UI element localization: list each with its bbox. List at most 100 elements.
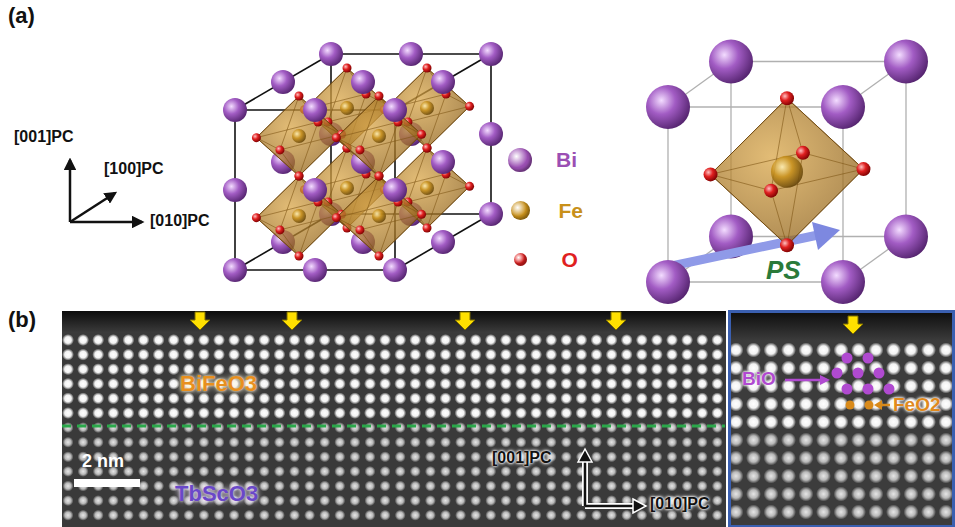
atom-column bbox=[939, 433, 954, 448]
atom-column bbox=[851, 487, 866, 502]
atom-column bbox=[304, 422, 315, 433]
atom-column bbox=[440, 378, 452, 390]
axis-arrow bbox=[70, 193, 115, 222]
atom-column bbox=[77, 392, 89, 404]
atom-column bbox=[334, 392, 346, 404]
atom-column bbox=[440, 392, 452, 404]
atom-column bbox=[651, 407, 663, 419]
o-atom bbox=[295, 92, 304, 101]
atom-column bbox=[851, 469, 866, 484]
atom-column bbox=[515, 407, 527, 419]
atom-column bbox=[304, 481, 315, 492]
unit-cell bbox=[646, 40, 928, 305]
atom-column bbox=[667, 437, 678, 448]
o-atom bbox=[796, 146, 810, 160]
atom-column bbox=[92, 392, 104, 404]
atom-column bbox=[470, 392, 482, 404]
atom-column bbox=[561, 437, 572, 448]
atom-column bbox=[289, 334, 301, 346]
atom-column bbox=[319, 437, 330, 448]
atom-column bbox=[500, 363, 512, 375]
atom-column bbox=[349, 422, 360, 433]
atom-column bbox=[834, 433, 849, 448]
atom-column bbox=[531, 466, 542, 477]
bi-atom bbox=[884, 215, 928, 259]
atom-column bbox=[696, 334, 708, 346]
atom-column bbox=[168, 378, 180, 390]
atom-column bbox=[334, 378, 346, 390]
atom-column bbox=[869, 505, 884, 520]
bi-atom bbox=[319, 42, 343, 66]
atom-column bbox=[729, 433, 744, 448]
yellow-arrow bbox=[606, 312, 626, 330]
octahedron-edge bbox=[379, 214, 422, 256]
atom-column bbox=[545, 349, 557, 361]
atom-column bbox=[198, 334, 210, 346]
atom-column bbox=[138, 422, 149, 433]
atom-column bbox=[138, 378, 150, 390]
atom-column bbox=[746, 487, 761, 502]
o-atom bbox=[343, 64, 352, 73]
atom-column bbox=[515, 334, 527, 346]
atom-column bbox=[78, 422, 89, 433]
atom-column bbox=[729, 415, 744, 430]
legend-item: Fe bbox=[511, 199, 584, 223]
bi-column bbox=[884, 384, 895, 395]
atom-column bbox=[485, 481, 496, 492]
bi-atom bbox=[351, 70, 375, 94]
atom-column bbox=[764, 451, 779, 466]
octahedron-edge bbox=[256, 138, 299, 176]
atom-column bbox=[138, 495, 149, 506]
atom-column bbox=[274, 451, 285, 462]
atom-column bbox=[921, 379, 936, 394]
atom-column bbox=[515, 392, 527, 404]
atom-column bbox=[153, 407, 165, 419]
atom-column bbox=[651, 349, 663, 361]
atom-column bbox=[869, 487, 884, 502]
atom-column bbox=[304, 407, 316, 419]
bi-atom bbox=[383, 178, 407, 202]
atom-column bbox=[667, 422, 678, 433]
atom-column bbox=[93, 422, 104, 433]
atom-column bbox=[904, 469, 919, 484]
atom-column bbox=[410, 495, 421, 506]
bi-atom bbox=[884, 40, 928, 84]
atom-column bbox=[712, 437, 723, 448]
atom-column bbox=[394, 378, 406, 390]
atom-column bbox=[229, 422, 240, 433]
atom-column bbox=[799, 469, 814, 484]
pointer-arrow bbox=[785, 379, 824, 382]
atom-column bbox=[93, 495, 104, 506]
atom-column bbox=[575, 334, 587, 346]
atom-column bbox=[799, 505, 814, 520]
o-atom bbox=[355, 145, 364, 154]
cell-edge bbox=[667, 107, 668, 282]
o-atom bbox=[275, 225, 284, 234]
atom-column bbox=[304, 451, 315, 462]
atom-column bbox=[746, 343, 761, 358]
atom-column bbox=[349, 392, 361, 404]
atom-column bbox=[289, 349, 301, 361]
atom-column bbox=[63, 510, 74, 521]
octahedron-edge bbox=[336, 96, 379, 138]
atom-column bbox=[395, 481, 406, 492]
atom-column bbox=[122, 392, 134, 404]
atom-column bbox=[591, 392, 603, 404]
atom-column bbox=[816, 451, 831, 466]
o-atom bbox=[780, 238, 794, 252]
atom-column bbox=[636, 407, 648, 419]
atom-column bbox=[198, 451, 209, 462]
atom-column bbox=[500, 495, 511, 506]
octahedron-edge bbox=[771, 191, 787, 246]
atom-column bbox=[781, 433, 796, 448]
atom-column bbox=[921, 487, 936, 502]
atom-column bbox=[485, 422, 496, 433]
atom-column bbox=[696, 407, 708, 419]
atom-column bbox=[395, 510, 406, 521]
atom-column bbox=[334, 466, 345, 477]
atom-column bbox=[289, 363, 301, 375]
atom-column bbox=[711, 378, 723, 390]
atom-column bbox=[470, 466, 481, 477]
atom-column bbox=[834, 469, 849, 484]
atom-column bbox=[93, 437, 104, 448]
